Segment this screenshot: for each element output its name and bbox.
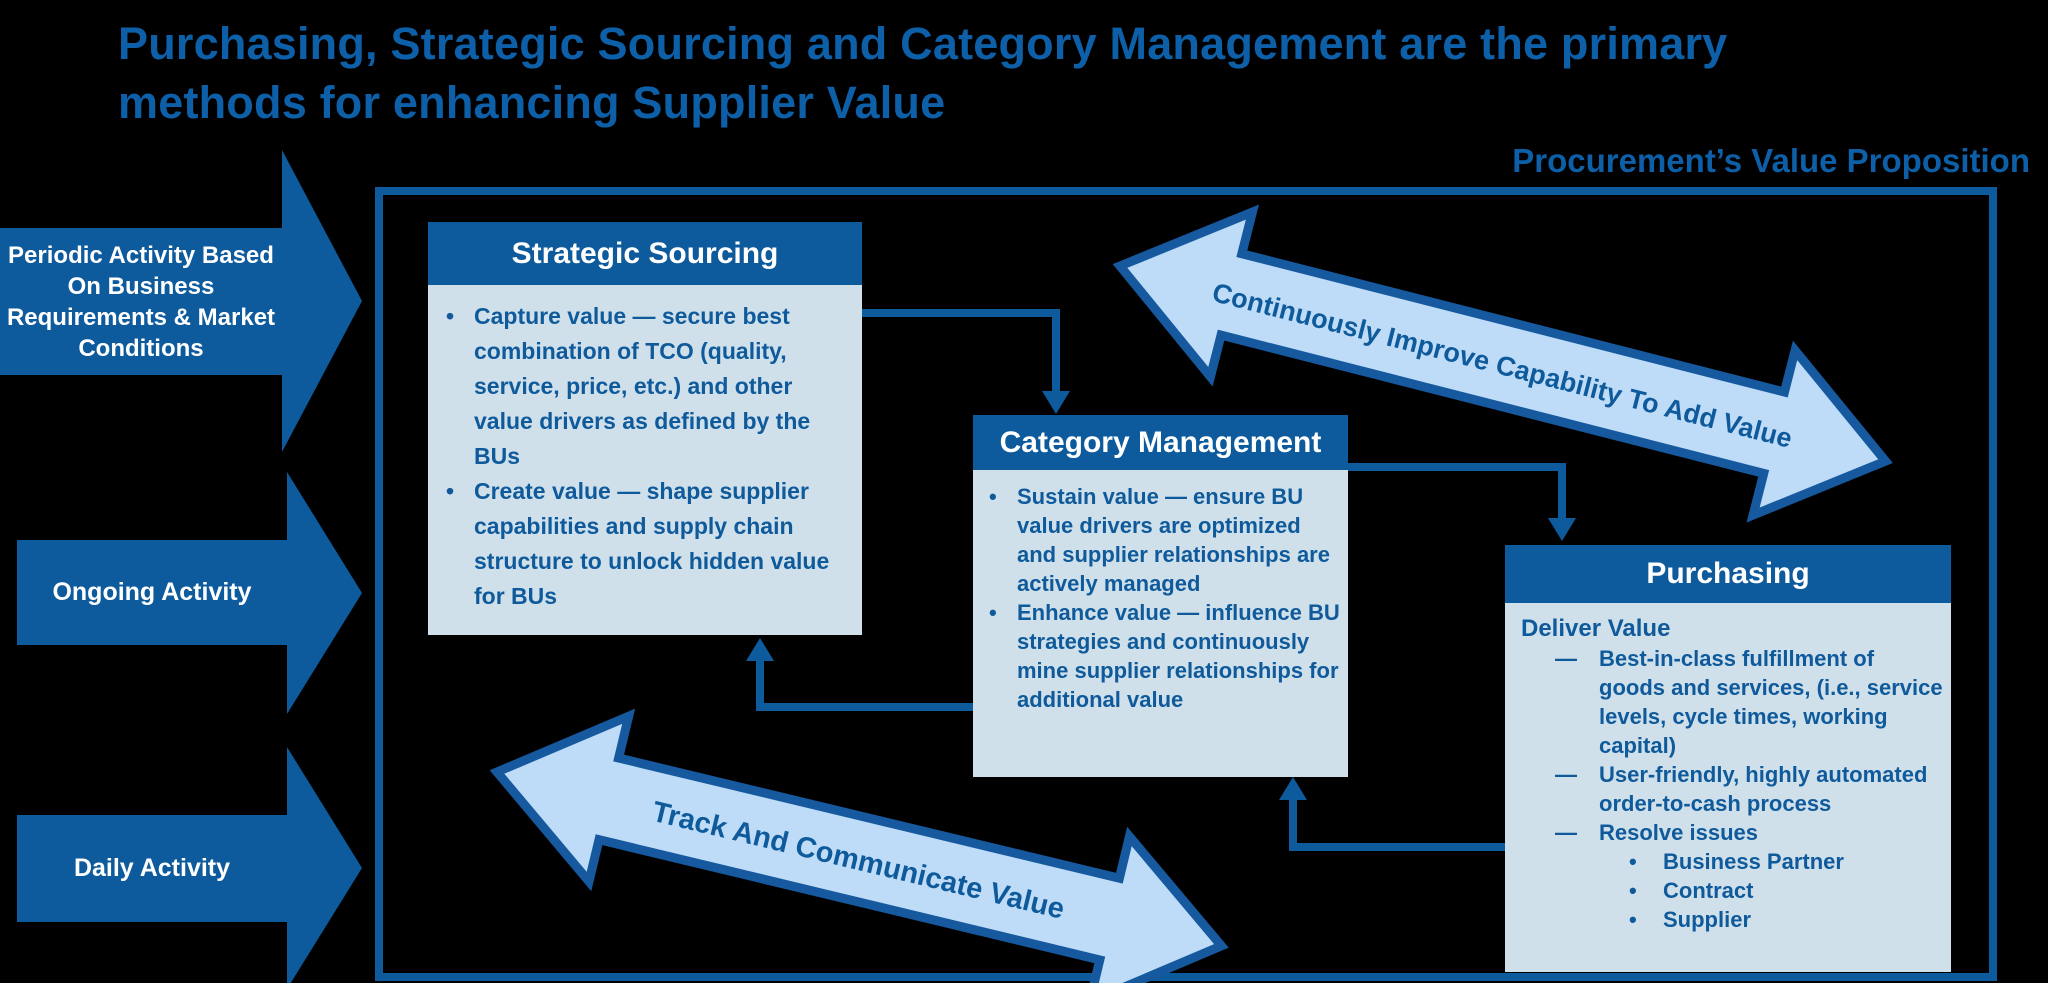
connector-ss-to-cm [862,309,1060,398]
strategic-sourcing-box: Strategic Sourcing • Capture value — sec… [428,222,862,635]
bullet-marker: • [1629,878,1637,903]
list-item: — Best-in-class fulfillment of goods and… [1521,644,1943,760]
arrowhead-purchasing-to-cm [1279,777,1307,800]
continuously-improve-arrow: Continuously Improve Capability To Add V… [1112,204,1893,523]
bullet-text: Capture value — secure best combination … [474,303,811,469]
bullet-marker: • [989,484,997,509]
bullet-text: Supplier [1663,907,1752,932]
periodic-activity-label: Periodic Activity Based On Business Requ… [6,241,276,362]
continuously-improve-arrow-shape [1112,204,1893,523]
daily-activity-arrow [17,747,362,983]
continuously-improve-arrow-label: Continuously Improve Capability To Add V… [1209,277,1795,454]
purchasing-box: Purchasing Deliver Value — Best-in-class… [1505,545,1951,972]
bullet-text: Best-in-class fulfillment of goods and s… [1599,646,1943,758]
bullet-marker: • [1629,849,1637,874]
category-management-header: Category Management [973,415,1348,470]
bullet-marker: • [1629,907,1637,932]
list-item: • Contract [1521,876,1943,905]
connector-purchasing-to-cm [1289,793,1505,851]
strategic-sourcing-body: • Capture value — secure best combinatio… [428,285,862,635]
ongoing-activity-arrow [17,472,362,714]
deliver-value-lead: Deliver Value [1521,615,1671,642]
bullet-marker: • [989,600,997,625]
list-item: • Business Partner [1521,847,1943,876]
list-item: • Create value — shape supplier capabili… [442,474,852,614]
list-item: • Enhance value — influence BU strategie… [985,598,1340,714]
track-communicate-arrow: Track And Communicate Value [489,708,1229,983]
list-item: • Sustain value — ensure BU value driver… [985,482,1340,598]
purchasing-body: Deliver Value — Best-in-class fulfillmen… [1505,603,1951,972]
ongoing-activity-label: Ongoing Activity [52,578,252,606]
bullet-marker: • [446,478,455,504]
bullet-text: Business Partner [1663,849,1844,874]
connector-cm-to-ss [756,654,973,711]
bullet-text: Enhance value — influence BU strategies … [1017,600,1340,712]
list-item: • Supplier [1521,905,1943,934]
periodic-activity-arrow [0,150,362,452]
value-proposition-frame [375,187,1997,981]
dash-marker: — [1555,820,1577,845]
arrowhead-cm-to-purchasing [1548,518,1576,541]
value-proposition-label: Procurement’s Value Proposition [1512,142,2030,179]
bullet-text: User-friendly, highly automated order-to… [1599,762,1928,816]
dash-marker: — [1555,762,1577,787]
bullet-text: Contract [1663,878,1754,903]
purchasing-header: Purchasing [1505,545,1951,603]
category-management-body: • Sustain value — ensure BU value driver… [973,470,1348,777]
bullet-text: Sustain value — ensure BU value drivers … [1017,484,1330,596]
list-item: • Capture value — secure best combinatio… [442,299,852,474]
dash-marker: — [1555,646,1577,671]
strategic-sourcing-header: Strategic Sourcing [428,222,862,285]
connector-cm-to-purchasing [1348,463,1566,525]
bullet-text: Resolve issues [1599,820,1758,845]
arrowhead-cm-to-ss [746,638,774,661]
bullet-text: Create value — shape supplier capabiliti… [474,478,830,609]
slide-title: Purchasing, Strategic Sourcing and Categ… [118,18,1728,128]
arrowhead-ss-to-cm [1042,391,1070,414]
daily-activity-label: Daily Activity [73,854,231,882]
list-item: — User-friendly, highly automated order-… [1521,760,1943,818]
bullet-marker: • [446,303,455,329]
list-item: — Resolve issues [1521,818,1943,847]
track-communicate-arrow-shape [489,708,1229,983]
category-management-box: Category Management • Sustain value — en… [973,415,1348,777]
